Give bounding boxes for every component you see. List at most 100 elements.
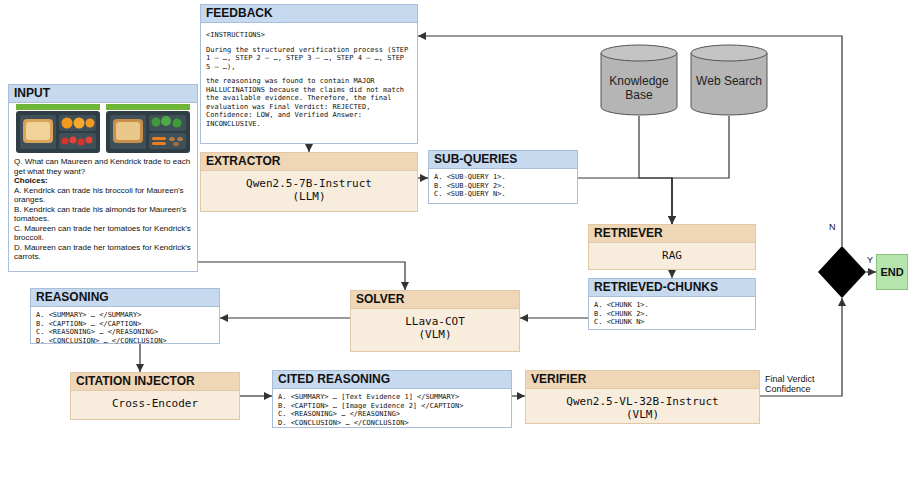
lunchbox	[16, 111, 100, 153]
body-text: LLava-COT (VLM)	[393, 315, 477, 341]
content-box: REASONING A. <SUMMARY> … </SUMMARY>B. <CA…	[30, 288, 220, 344]
flow-connector	[418, 177, 428, 178]
broccoli	[173, 119, 182, 128]
flow-connector	[308, 144, 309, 152]
box-header: RETRIEVER	[589, 225, 755, 243]
broccoli	[161, 116, 171, 126]
body-text: B. Kendrick can trade his almonds for Ma…	[14, 205, 192, 224]
lunchbox-illustration	[14, 104, 192, 154]
body-text: D. Maureen can trade her tomatoes for Ke…	[14, 243, 192, 262]
orange	[74, 118, 85, 129]
body-text: C. Maureen can trade her tomatoes for Ke…	[14, 224, 192, 243]
box-header: SUB-QUERIES	[429, 151, 577, 169]
body-text: RAG	[593, 249, 751, 262]
box-header: FEEDBACK	[201, 5, 417, 23]
box-header: INPUT	[9, 85, 197, 103]
body-text: B. <SUB-QUERY 2>.	[434, 182, 572, 191]
body-text: D. <CONCLUSION> … </CONCLUSION>	[278, 419, 506, 428]
terminal-box: END	[876, 254, 908, 290]
flow-connector	[760, 298, 842, 396]
diamond-shape	[818, 246, 866, 298]
body-text: C. <REASONING> … </REASONING>	[36, 328, 214, 337]
box-body: Cross-Encoder	[71, 391, 239, 416]
body-text: C. <REASONING> … </REASONING>	[278, 410, 506, 419]
box-body: LLava-COT (VLM)	[351, 309, 519, 347]
body-text: During the structured verification proce…	[206, 46, 412, 72]
box-body: A. <SUB-QUERY 1>.B. <SUB-QUERY 2>.C. <SU…	[429, 169, 577, 202]
compartment	[149, 133, 186, 149]
body-text: B. <CAPTION> … [Image Evidence 2] </CAPT…	[278, 402, 506, 411]
compartment	[20, 115, 56, 149]
compartment	[59, 115, 96, 131]
almond	[169, 137, 175, 141]
cylinder-top	[691, 45, 767, 61]
body-text: A. <CHUNK 1>.	[594, 301, 750, 310]
box-header: RETRIEVED-CHUNKS	[589, 279, 755, 297]
broccoli	[152, 118, 161, 127]
lunchbox	[106, 111, 190, 153]
body-text: C. <CHUNK N>	[594, 318, 750, 327]
body-text: A. <SUB-QUERY 1>.	[434, 173, 572, 182]
database-cylinder: Web Search	[690, 44, 768, 116]
image-banner	[16, 104, 100, 110]
flow-connector	[220, 317, 350, 318]
body-text: A. <SUMMARY> … [Text Evidence 1] </SUMMA…	[278, 393, 506, 402]
box-body: A. <SUMMARY> … [Text Evidence 1] </SUMMA…	[273, 389, 511, 430]
tomato	[86, 137, 93, 144]
process-box: EXTRACTORQwen2.5-7B-Instruct (LLM)	[200, 152, 418, 212]
cylinder-body	[601, 53, 677, 115]
carrot	[152, 142, 166, 145]
flow-connector	[578, 178, 672, 224]
flow-connector	[139, 344, 140, 372]
process-box: CITATION INJECTORCross-Encoder	[70, 372, 240, 420]
flow-connector	[671, 270, 672, 278]
connector-label: Y	[867, 255, 877, 265]
connector-label: N	[829, 222, 839, 232]
body-text: A. Kendrick can trade his broccoli for M…	[14, 186, 192, 205]
box-header: EXTRACTOR	[201, 153, 417, 171]
compartment	[149, 115, 186, 131]
body-text: Qwen2.5-VL-32B-Instruct (VLM)	[560, 395, 725, 421]
process-box: VERIFIER Qwen2.5-VL-32B-Instruct (VLM)	[525, 370, 760, 424]
cylinder-top	[601, 45, 677, 61]
body-text: Choices:	[14, 176, 192, 186]
almond	[177, 137, 183, 141]
box-body: <INSTRUCTIONS> During the structured veri…	[201, 23, 417, 137]
box-body: A. <CHUNK 1>.B. <CHUNK 2>.C. <CHUNK N>	[589, 297, 755, 330]
box-header: VERIFIER	[526, 371, 759, 389]
diamond-outline	[818, 246, 866, 298]
body-text: C. <SUB-QUERY N>.	[434, 190, 572, 199]
database-cylinder: Knowledge Base	[600, 44, 678, 116]
tomato	[70, 137, 77, 144]
box-body: A. <SUMMARY> … </SUMMARY>B. <CAPTION> … …	[31, 307, 219, 348]
body-text: Q. What can Maureen and Kendrick trade t…	[14, 157, 192, 176]
cylinder-label: Knowledge Base	[600, 74, 678, 102]
terminal-label: END	[880, 266, 903, 278]
box-header: CITED REASONING	[273, 371, 511, 389]
tomato	[78, 139, 85, 146]
flow-connector	[520, 317, 588, 318]
cylinder-body	[691, 53, 767, 115]
flow-connector	[639, 116, 672, 224]
image-banner	[106, 104, 190, 110]
box-body: RAG	[589, 243, 755, 268]
box-header: REASONING	[31, 289, 219, 307]
body-text: A. <SUMMARY> … </SUMMARY>	[36, 311, 214, 320]
content-box: FEEDBACK <INSTRUCTIONS> During the structu…	[200, 4, 418, 144]
decision-diamond	[818, 246, 866, 298]
process-box: RETRIEVER RAG	[588, 224, 756, 270]
flow-connector	[672, 116, 729, 224]
almond	[173, 142, 179, 146]
cylinder-label: Web Search	[690, 74, 768, 88]
compartment	[110, 115, 146, 149]
flow-connector	[512, 395, 525, 396]
body-text: the reasoning was found to contain MAJOR…	[206, 77, 412, 128]
box-body: Qwen2.5-VL-32B-Instruct (VLM)	[526, 389, 759, 427]
tomato	[62, 138, 69, 145]
orange	[62, 118, 73, 129]
body-text: <INSTRUCTIONS>	[206, 31, 412, 40]
box-body: Qwen2.5-7B-Instruct (LLM)	[201, 171, 417, 209]
process-box: SOLVERLLava-COT (VLM)	[350, 290, 520, 352]
body-text: B. <CAPTION> … </CAPTION>	[36, 320, 214, 329]
